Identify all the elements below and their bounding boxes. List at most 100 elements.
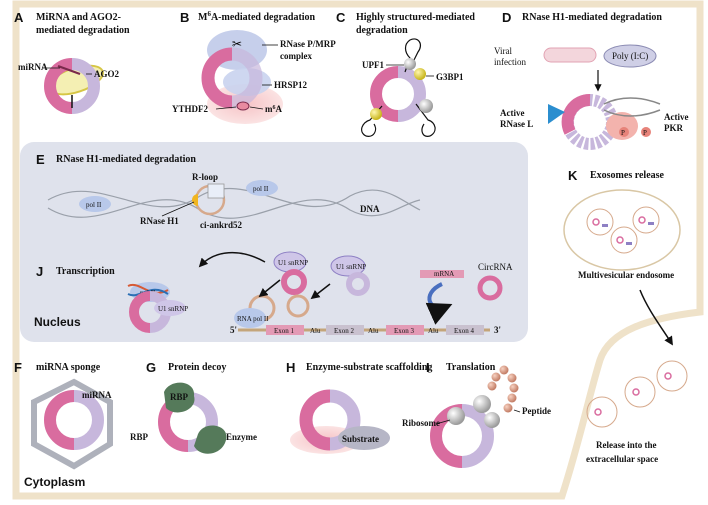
- panel-c-letter: C: [336, 10, 346, 25]
- label-hrsp12: HRSP12: [274, 80, 308, 90]
- label-substrate: Substrate: [342, 434, 379, 444]
- panel-b-title: M6A-mediated degradation: [198, 10, 316, 23]
- label-rnase-h1: RNase H1: [140, 216, 179, 226]
- label-viral-line2: infection: [494, 57, 526, 67]
- label-pol2-e-right: pol II: [253, 185, 269, 193]
- poly-ic-badge: [603, 44, 657, 68]
- label-exon2: Exon 2: [334, 327, 355, 335]
- label-ribosome: Ribosome: [402, 418, 440, 428]
- label-alu2: Alu: [368, 327, 379, 335]
- panel-d-title: RNase H1-mediated degradation: [522, 12, 662, 23]
- panel-g-letter: G: [146, 360, 156, 375]
- label-active-pkr-line2: PKR: [664, 123, 683, 133]
- panel-h-title: Enzyme-substrate scaffolding: [306, 362, 432, 373]
- stem-loop-right: [415, 103, 436, 137]
- circrna-c: [370, 66, 426, 122]
- label-ythdf2: YTHDF2: [172, 104, 209, 114]
- substrate-blob: [338, 426, 390, 450]
- label-upf1: UPF1: [362, 60, 384, 70]
- panel-g-title: Protein decoy: [168, 362, 226, 373]
- panel-a: A MiRNA and AGO2- mediated degradation m…: [14, 10, 130, 114]
- panel-f: F miRNA sponge miRNA Cytoplasm: [14, 360, 113, 489]
- virus-particle: [543, 47, 597, 63]
- label-mirna-f: miRNA: [82, 390, 112, 400]
- label-cytoplasm: Cytoplasm: [24, 475, 85, 489]
- rnase-l-protein: [548, 104, 565, 124]
- ribosome-1: [447, 407, 465, 425]
- rbp-protein: [164, 382, 195, 413]
- label-exon3: Exon 3: [394, 327, 415, 335]
- panel-e-letter: E: [36, 152, 45, 167]
- label-rnase-line2: complex: [280, 51, 312, 61]
- panel-e-title: RNase H1-mediated degradation: [56, 154, 196, 165]
- panel-a-title-line1: MiRNA and AGO2-: [36, 12, 121, 23]
- label-nucleus: Nucleus: [34, 315, 81, 329]
- label-rnase-line1: RNase P/MRP: [280, 39, 336, 49]
- label-u1-j1: U1 snRNP: [158, 305, 188, 313]
- panel-d: D RNase H1-mediated degradation Viral in…: [494, 10, 689, 150]
- exon-3: [386, 325, 424, 335]
- panel-b-letter: B: [180, 10, 189, 25]
- panel-g: G Protein decoy RBP RBP Enzyme: [130, 360, 257, 454]
- panel-c-title-line1: Highly structured-mediated: [356, 12, 475, 23]
- arrow-release: [639, 289, 673, 346]
- pol2-left: [79, 196, 111, 212]
- pkr-protein: [606, 112, 638, 140]
- label-rbp-left: RBP: [130, 432, 149, 442]
- label-enzyme: Enzyme: [226, 432, 257, 442]
- label-active-rnase-line2: RNase L: [500, 119, 533, 129]
- panel-i-title: Translation: [446, 362, 496, 373]
- stem-loop-top: [404, 38, 422, 73]
- label-release-line1: Release into the: [596, 440, 657, 450]
- panel-c-title-line2: degradation: [356, 25, 408, 36]
- panel-j: J Transcription pol II U1 snRNP U1 snRNP…: [34, 251, 513, 335]
- upf1-protein: [404, 58, 416, 70]
- circrna-a: [44, 58, 100, 114]
- ribosome-2: [473, 395, 491, 413]
- label-active-rnase-line1: Active: [500, 108, 525, 118]
- arrow-to-transcription: [198, 251, 266, 268]
- circrna-d: [561, 94, 618, 150]
- label-rna-pol2: RNA pol II: [237, 315, 269, 323]
- panel-i: I Translation Ribosome Peptide: [402, 360, 551, 468]
- label-ago2: AGO2: [94, 69, 120, 79]
- mrna-bar: [420, 270, 464, 278]
- label-p1: P: [621, 129, 625, 137]
- label-exon1: Exon 1: [274, 327, 295, 335]
- label-mve: Multivesicular endosome: [578, 270, 674, 280]
- label-release-line2: extracellular space: [586, 454, 658, 464]
- label-m6a: m6A: [265, 104, 283, 114]
- label-circrna-j: CircRNA: [478, 262, 513, 272]
- label-three-prime: 3': [494, 325, 501, 335]
- rna-pol2-j: [234, 308, 266, 328]
- exosome-2: [624, 376, 656, 408]
- stem-loop-left: [361, 105, 383, 137]
- label-p2: P: [643, 129, 647, 137]
- label-viral-line1: Viral: [494, 46, 512, 56]
- panel-j-title: Transcription: [56, 266, 115, 277]
- mirna-sponge-frame: [31, 378, 113, 470]
- label-r-loop: R-loop: [192, 172, 218, 182]
- exosome-1: [586, 396, 618, 428]
- mirna-strand: [57, 64, 81, 76]
- panel-d-letter: D: [502, 10, 511, 25]
- cell-membrane: [12, 0, 704, 500]
- panel-b: B M6A-mediated degradation ✂ RNase P/MRP…: [172, 10, 336, 124]
- dsrna-helix: [603, 97, 661, 105]
- panel-k: K Exosomes release Multivesicular endoso…: [563, 168, 688, 464]
- label-g3bp1: G3BP1: [436, 72, 464, 82]
- pol2-right: [246, 180, 278, 196]
- label-five-prime: 5': [230, 325, 237, 335]
- label-active-pkr-line1: Active: [664, 112, 689, 122]
- splicing-arrow: [425, 282, 453, 325]
- rnase-h1-enzyme: [192, 194, 198, 206]
- exon-4: [446, 325, 484, 335]
- circrna-f: [44, 390, 104, 450]
- label-alu3: Alu: [428, 327, 439, 335]
- panel-a-letter: A: [14, 10, 24, 25]
- label-u1-j2: U1 snRNP: [278, 259, 308, 267]
- panel-j-letter: J: [36, 264, 43, 279]
- panel-c: C Highly structured-mediated degradation…: [336, 10, 475, 137]
- panel-h: H Enzyme-substrate scaffolding Substrate: [286, 360, 432, 454]
